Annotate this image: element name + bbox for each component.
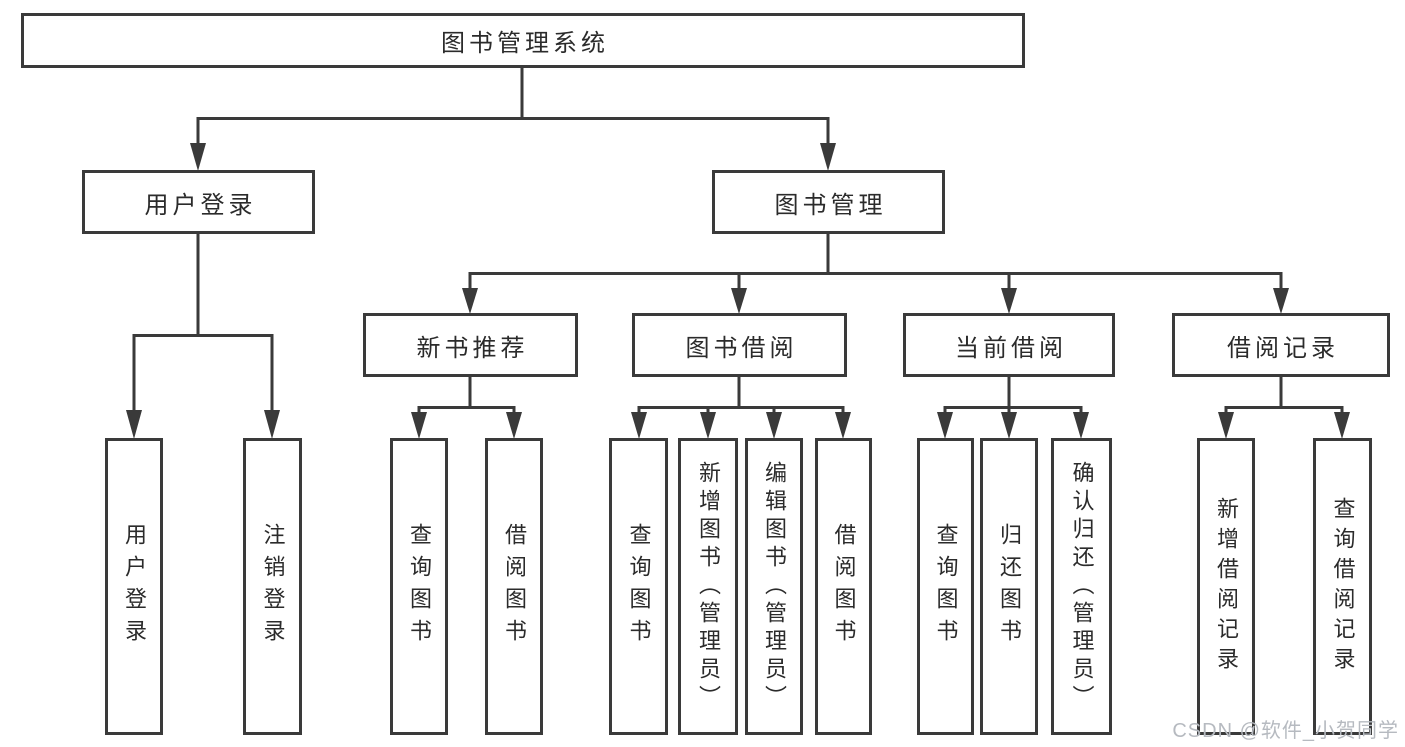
leaf-confirm-return-admin: 确认归还（管理员） bbox=[1051, 438, 1112, 735]
leaf-query-borrow-record: 查询借阅记录 bbox=[1313, 438, 1372, 735]
node-current-borrowing: 当前借阅 bbox=[903, 313, 1115, 377]
leaf-user-login: 用户登录 bbox=[105, 438, 163, 735]
leaf-edit-books-admin: 编辑图书（管理员） bbox=[745, 438, 803, 735]
leaf-borrowing-borrow-books: 借阅图书 bbox=[815, 438, 872, 735]
node-new-book-recommend: 新书推荐 bbox=[363, 313, 578, 377]
leaf-borrowing-query-books: 查询图书 bbox=[609, 438, 668, 735]
leaf-return-books: 归还图书 bbox=[980, 438, 1038, 735]
csdn-watermark: CSDN @软件_小贺同学 bbox=[1172, 720, 1399, 742]
node-system-root: 图书管理系统 bbox=[21, 13, 1025, 68]
node-borrowing-records: 借阅记录 bbox=[1172, 313, 1390, 377]
node-book-borrowing: 图书借阅 bbox=[632, 313, 847, 377]
leaf-add-books-admin: 新增图书（管理员） bbox=[678, 438, 738, 735]
node-user-login: 用户登录 bbox=[82, 170, 315, 234]
leaf-current-query-books: 查询图书 bbox=[917, 438, 974, 735]
leaf-logout: 注销登录 bbox=[243, 438, 302, 735]
node-book-management: 图书管理 bbox=[712, 170, 945, 234]
leaf-add-borrow-record: 新增借阅记录 bbox=[1197, 438, 1255, 735]
leaf-recommend-query-books: 查询图书 bbox=[390, 438, 448, 735]
leaf-recommend-borrow-books: 借阅图书 bbox=[485, 438, 543, 735]
